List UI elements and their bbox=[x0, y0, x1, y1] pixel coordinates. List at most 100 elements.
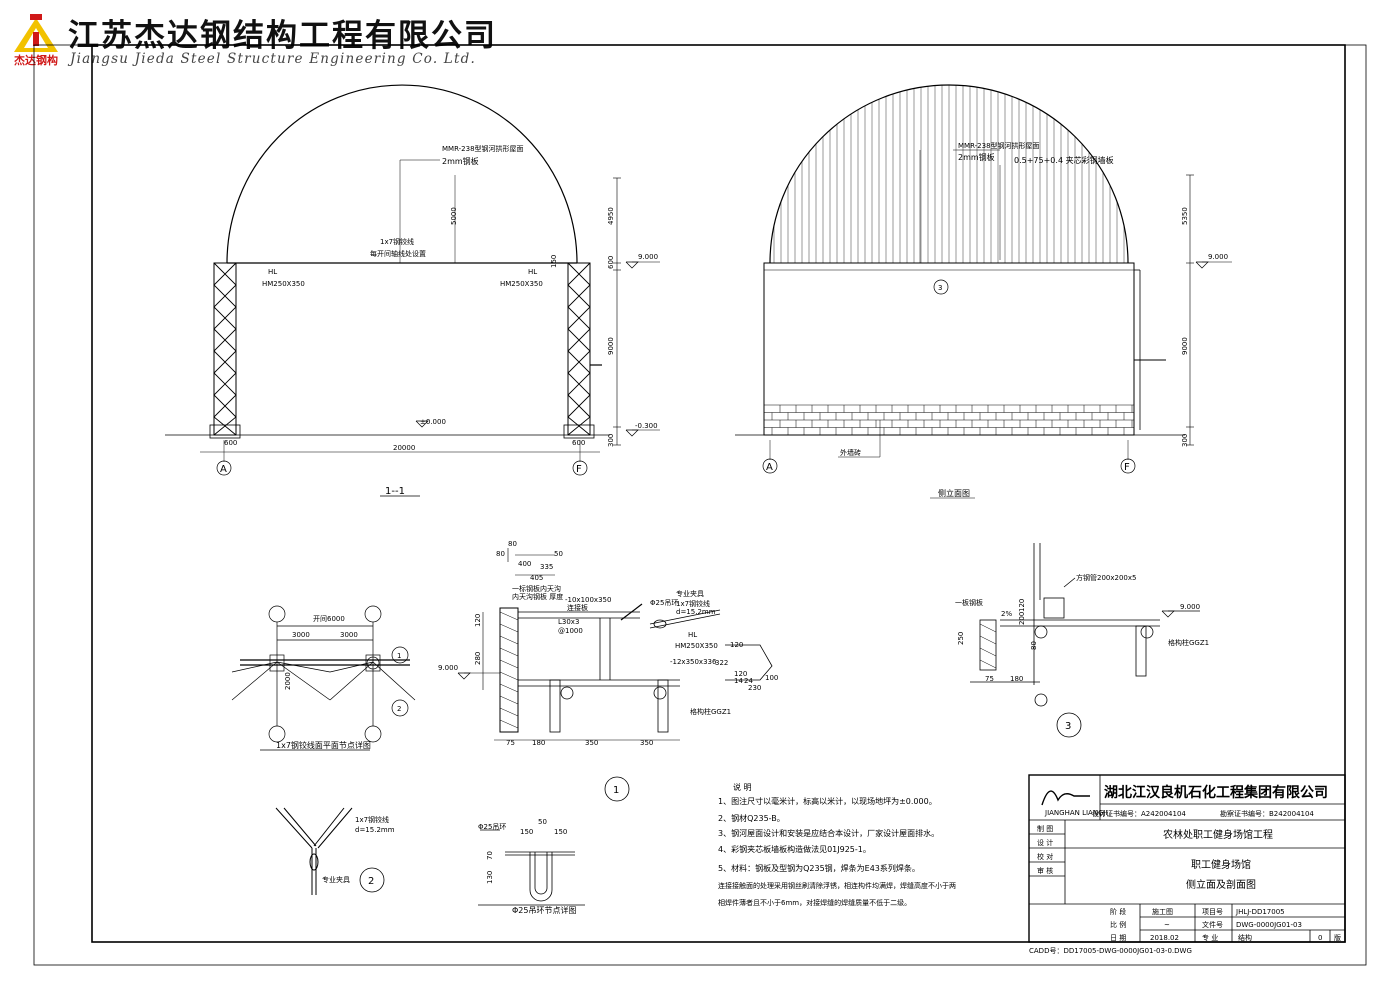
notes-heading: 说 明 bbox=[733, 782, 752, 792]
side-dim-9000: 9000 bbox=[1181, 337, 1189, 355]
side-dim-300: 300 bbox=[1181, 434, 1189, 447]
detail1-cable-2: d=15.2mm bbox=[676, 608, 716, 616]
tb-spec-label: 专 业 bbox=[1202, 933, 1218, 942]
outer-frame bbox=[33, 44, 1367, 966]
section-elev-zero: ±0.000 bbox=[420, 418, 446, 426]
detail2-label-2: d=15.2mm bbox=[355, 826, 395, 834]
cable-dim-left: 3000 bbox=[292, 631, 310, 639]
detail1-d80: 80 bbox=[508, 540, 517, 548]
detail1-angle-1: L30x3 bbox=[558, 618, 579, 626]
company-name-en: Jiangsu Jieda Steel Structure Engineerin… bbox=[70, 51, 476, 67]
section-right-beam-1: HL bbox=[528, 268, 537, 276]
tb-spec-value: 结构 bbox=[1238, 933, 1252, 942]
side-wall-label: 0.5+75+0.4 夹芯彩钢墙板 bbox=[1014, 155, 1114, 165]
detail1-d180: 180 bbox=[532, 739, 545, 747]
detail1-connect-label: 连接板 bbox=[567, 603, 588, 612]
ring-d70: 70 bbox=[486, 851, 494, 860]
section-dim-4950: 4950 bbox=[607, 207, 615, 225]
detail1-elev: 9.000 bbox=[438, 664, 458, 672]
section-tie-label: 1x7钢铰线 bbox=[380, 237, 414, 246]
notes-line-6: 连接接触面的处理采用钢丝刷清除浮锈，相连构件均满焊，焊缝高度不小于两 bbox=[718, 881, 956, 890]
detail1-note-a: 一标钢板内天沟 bbox=[512, 584, 561, 593]
detail1-d335: 335 bbox=[540, 563, 553, 571]
ring-detail bbox=[478, 829, 585, 906]
tb-role-2: 校 对 bbox=[1037, 852, 1053, 861]
detail1-d405: 405 bbox=[530, 574, 543, 582]
logo-text: 杰达钢构 bbox=[14, 54, 58, 67]
section-right-beam-2: HM250X350 bbox=[500, 280, 543, 288]
detail2-number: 2 bbox=[368, 876, 374, 887]
notes: 说 明 1、图注尺寸以毫米计，标高以米计，以现场地坪为±0.000。 2、钢材Q… bbox=[718, 782, 956, 907]
detail1-d322: 322 bbox=[715, 659, 728, 667]
detail1-d14: 14 bbox=[734, 677, 743, 685]
detail1-d400: 400 bbox=[518, 560, 531, 568]
tb-project-no: JHLJ-DD17005 bbox=[1235, 908, 1285, 916]
section-axis-a: A bbox=[220, 464, 227, 475]
section-view bbox=[165, 84, 660, 497]
cable-plan-detail bbox=[231, 605, 416, 751]
side-brick-label: 外墙砖 bbox=[840, 448, 861, 457]
tb-role-1: 设 计 bbox=[1037, 838, 1053, 847]
detail1-d120-vert: 120 bbox=[474, 614, 482, 627]
detail3-column: 格构柱GGZ1 bbox=[1168, 638, 1209, 647]
notes-line-3: 3、钢河屋面设计和安装是应结合本设计，厂家设计屋面排水。 bbox=[718, 828, 939, 838]
detail3-d200: 200 bbox=[1018, 612, 1026, 625]
detail1-clamp-label: 专业夹具 bbox=[676, 589, 704, 598]
cable-ref-2: 2 bbox=[397, 705, 401, 713]
detail1-d24: 24 bbox=[744, 677, 753, 685]
section-dim-right-600: 600 bbox=[572, 439, 585, 447]
notes-line-7: 相焊件薄者且不小于6mm，对接焊缝的焊缝质量不低于二级。 bbox=[718, 898, 911, 907]
tb-role-3: 审 核 bbox=[1037, 866, 1053, 875]
company-name-cn: 江苏杰达钢结构工程有限公司 bbox=[68, 18, 497, 54]
cable-dim-2000: 2000 bbox=[284, 672, 292, 690]
detail1-column: 格构柱GGZ1 bbox=[690, 707, 731, 716]
cable-ref-1: 1 bbox=[397, 652, 401, 660]
section-elev-top: 9.000 bbox=[638, 253, 658, 261]
section-dim-rise: 5000 bbox=[450, 207, 458, 225]
section-dim-600: 600 bbox=[607, 256, 615, 269]
detail1-beam-2: HM250X350 bbox=[675, 642, 718, 650]
detail3-d180: 180 bbox=[1010, 675, 1023, 683]
side-callout-num: 3 bbox=[938, 284, 942, 292]
detail1-d350a: 350 bbox=[585, 739, 598, 747]
detail3-plate-label: 一板钢板 bbox=[955, 598, 983, 607]
detail1-d280: 280 bbox=[474, 652, 482, 665]
title-block bbox=[1028, 774, 1346, 943]
cable-dim-right: 3000 bbox=[340, 631, 358, 639]
detail3-d120: 120 bbox=[1018, 599, 1026, 612]
tb-company: 湖北江汉良机石化工程集团有限公司 bbox=[1104, 784, 1328, 801]
tb-cert-1: 设计证书编号：A242004104 bbox=[1092, 809, 1186, 818]
tb-logo-sub: JIANGHAN LIANGJI bbox=[1044, 809, 1108, 817]
ring-d150a: 150 bbox=[520, 828, 533, 836]
section-elev-bottom: -0.300 bbox=[635, 422, 658, 430]
section-dim-9000: 9000 bbox=[607, 337, 615, 355]
notes-line-1: 1、图注尺寸以毫米计，标高以米计，以现场地坪为±0.000。 bbox=[718, 796, 937, 806]
detail2-label-3: 专业夹具 bbox=[322, 875, 350, 884]
tb-cert-2: 勘察证书编号：B242004104 bbox=[1220, 809, 1314, 818]
detail1-d75: 75 bbox=[506, 739, 515, 747]
detail-2 bbox=[275, 807, 385, 895]
cable-title: 1x7钢铰线面平面节点详图 bbox=[276, 740, 371, 750]
detail2-label-1: 1x7钢铰线 bbox=[355, 815, 389, 824]
tb-stage-label: 阶 段 bbox=[1110, 907, 1126, 916]
detail1-angle-2: @1000 bbox=[558, 627, 583, 635]
section-tie-sub: 每开间轴线处设置 bbox=[370, 249, 426, 258]
detail1-plate-label: -10x100x350 bbox=[565, 596, 611, 604]
cable-dim-total: 开间6000 bbox=[313, 615, 345, 623]
detail1-d350b: 350 bbox=[640, 739, 653, 747]
ring-d130: 130 bbox=[486, 871, 494, 884]
tb-project: 农林处职工健身场馆工程 bbox=[1163, 828, 1273, 841]
tb-project-no-label: 项目号 bbox=[1202, 908, 1223, 916]
side-elev-top: 9.000 bbox=[1208, 253, 1228, 261]
logo-mark bbox=[14, 14, 58, 52]
ring-d150b: 150 bbox=[554, 828, 567, 836]
detail1-d50: 50 bbox=[554, 550, 563, 558]
detail1-d100: 100 bbox=[765, 674, 778, 682]
notes-line-5: 5、材料：钢板及型钢为Q235钢，焊条为E43系列焊条。 bbox=[718, 863, 920, 873]
side-roof-label: MMR-238型钢河拱形屋面 bbox=[958, 141, 1040, 150]
inner-frame bbox=[91, 44, 1346, 943]
detail1-d230: 230 bbox=[748, 684, 761, 692]
tb-file-label: 文件号 bbox=[1202, 920, 1223, 929]
tb-role-0: 制 图 bbox=[1037, 824, 1053, 833]
